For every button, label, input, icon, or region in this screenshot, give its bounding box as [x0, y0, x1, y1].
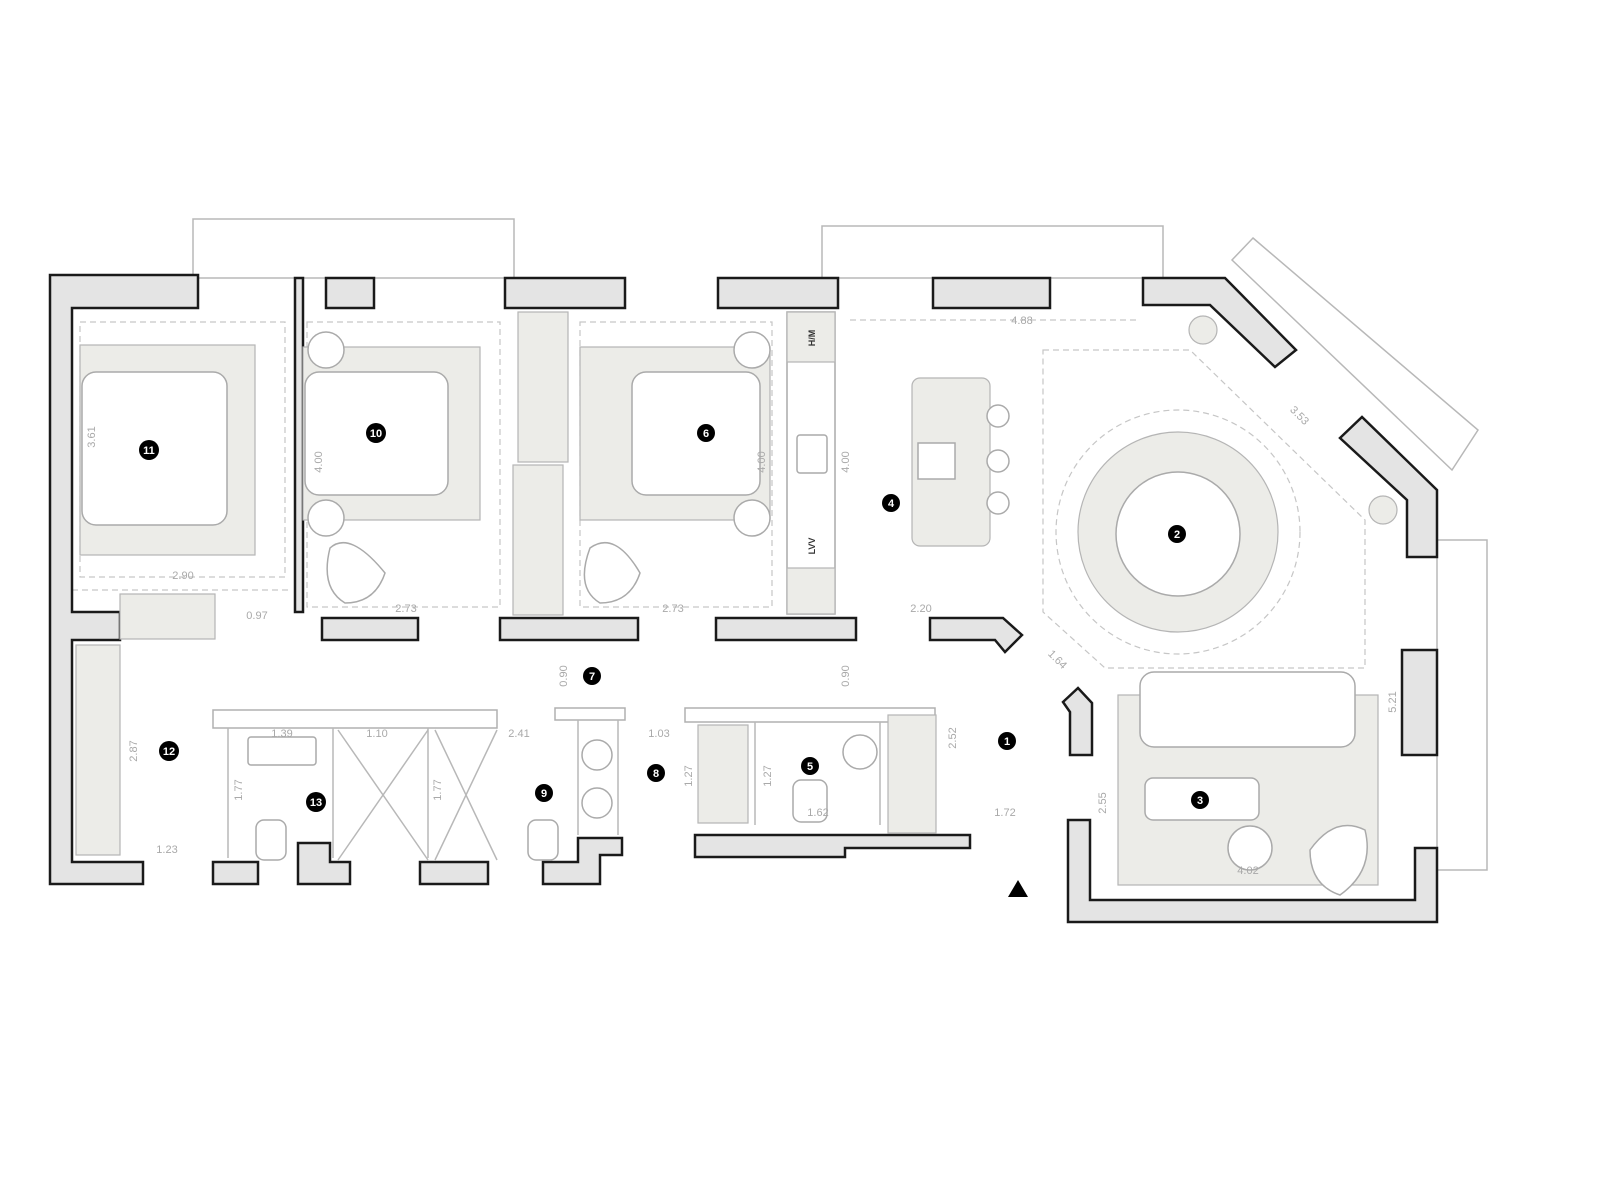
room-number: 7	[589, 671, 595, 683]
dim-label: 1.39	[271, 728, 292, 740]
dim-label: 2.73	[662, 603, 683, 615]
dim-label: 3.61	[86, 426, 98, 447]
room-marker-11: 11	[139, 440, 159, 460]
dim-label: 2.55	[1097, 792, 1109, 813]
dim-label: 0.97	[246, 610, 267, 622]
room-number: 13	[310, 797, 322, 809]
room-marker-8: 8	[647, 764, 665, 782]
dimension-labels: 3.61 2.90 4.00 4.00 4.00 0.97 2.73 2.73 …	[86, 315, 1399, 877]
dim-label: 4.88	[1011, 315, 1032, 327]
room-number: 10	[370, 428, 382, 440]
dim-label: 1.10	[366, 728, 387, 740]
dim-label: 1.77	[432, 779, 444, 800]
dim-label: 4.00	[840, 451, 852, 472]
appliance-label-hm: H/M	[807, 330, 817, 347]
room-number: 11	[143, 445, 155, 457]
room-number: 1	[1004, 736, 1010, 748]
dim-label: 1.64	[1045, 648, 1069, 672]
dim-label: 1.77	[233, 779, 245, 800]
dim-label: 0.90	[558, 665, 570, 686]
entrance-arrow-icon	[1008, 880, 1028, 897]
dim-label: 1.62	[807, 807, 828, 819]
dim-label: 5.21	[1387, 691, 1399, 712]
dim-label: 2.90	[172, 570, 193, 582]
room-number: 5	[807, 761, 813, 773]
room-number: 4	[888, 498, 895, 510]
dim-label: 4.02	[1237, 865, 1258, 877]
dim-label: 2.73	[395, 603, 416, 615]
dim-label: 1.27	[683, 765, 695, 786]
room-marker-6: 6	[697, 424, 715, 442]
dim-label: 0.90	[840, 665, 852, 686]
room-marker-1: 1	[998, 732, 1016, 750]
dim-label: 1.27	[762, 765, 774, 786]
room-number: 12	[163, 746, 175, 758]
room-marker-7: 7	[583, 667, 601, 685]
room-marker-12: 12	[159, 741, 179, 761]
dim-label: 2.52	[947, 727, 959, 748]
room-marker-4: 4	[882, 494, 900, 512]
dim-label: 2.41	[508, 728, 529, 740]
dim-label: 3.53	[1287, 404, 1311, 428]
dim-label: 1.23	[156, 844, 177, 856]
appliance-label-lvv: LVV	[807, 538, 817, 555]
room-number: 3	[1197, 795, 1203, 807]
room-marker-9: 9	[535, 784, 553, 802]
dim-label: 4.00	[313, 451, 325, 472]
room-marker-13: 13	[306, 792, 326, 812]
dim-label: 2.20	[910, 603, 931, 615]
room-marker-2: 2	[1168, 525, 1186, 543]
room-marker-5: 5	[801, 757, 819, 775]
room-marker-10: 10	[366, 423, 386, 443]
room-number: 2	[1174, 529, 1180, 541]
dim-label: 2.87	[128, 740, 140, 761]
room-number: 6	[703, 428, 709, 440]
room-number: 8	[653, 768, 659, 780]
room-markers: 1 2 3 4 5 6 7 8 9 10 11 12 13	[139, 423, 1209, 812]
dim-label: 1.03	[648, 728, 669, 740]
room-number: 9	[541, 788, 547, 800]
dim-label: 1.72	[994, 807, 1015, 819]
dim-label: 4.00	[756, 451, 768, 472]
room-marker-3: 3	[1191, 791, 1209, 809]
